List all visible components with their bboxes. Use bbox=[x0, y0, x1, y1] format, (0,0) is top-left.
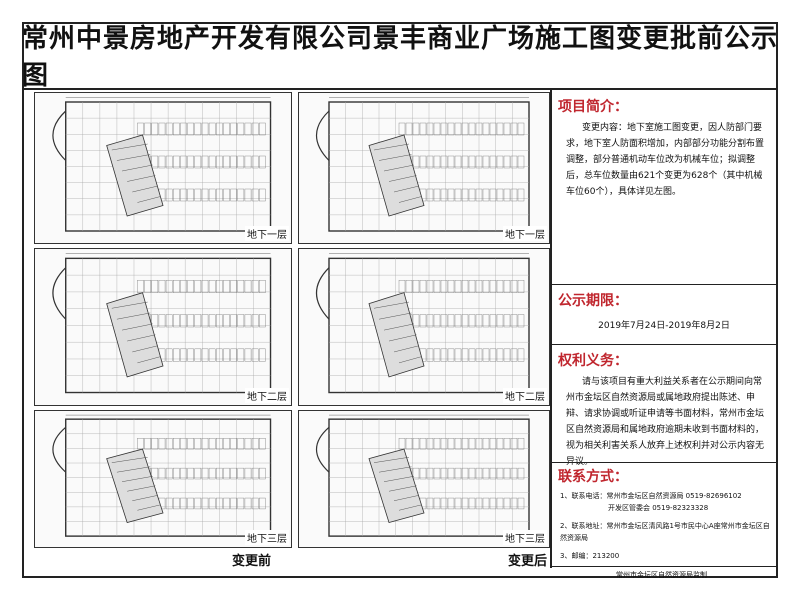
floor-label: 地下三层 bbox=[245, 530, 289, 545]
rights-body: 请与该项目有重大利益关系者在公示期间向常州市金坛区自然资源局或属地政府提出陈述、… bbox=[566, 377, 765, 467]
floor-label: 地下一层 bbox=[503, 226, 547, 241]
contact-phone-2: 开发区管委会 0519-82323328 bbox=[608, 504, 709, 512]
project-intro-body: 变更内容：地下室施工图变更，因人防部门要求，地下室人防面积增加，内部部分功能分割… bbox=[566, 123, 765, 197]
contact-postcode: 3、邮编：213200 bbox=[560, 552, 620, 560]
floor-label: 地下二层 bbox=[503, 388, 547, 403]
divider bbox=[552, 566, 776, 567]
label-before: 变更前 bbox=[232, 554, 272, 569]
plan-before-b2: 地下二层 bbox=[34, 248, 292, 406]
period-text: 2019年7月24日-2019年8月2日 bbox=[598, 321, 730, 331]
divider bbox=[552, 462, 776, 463]
floor-label: 地下一层 bbox=[245, 226, 289, 241]
rights-heading: 权利义务： bbox=[558, 353, 628, 369]
contact-phone: 1、联系电话：常州市金坛区自然资源局 0519-82696102 bbox=[560, 492, 742, 500]
plan-before-b1: 地下一层 bbox=[34, 92, 292, 244]
plan-after-b3: 地下三层 bbox=[298, 410, 550, 548]
floor-label: 地下三层 bbox=[503, 530, 547, 545]
contact-heading: 联系方式： bbox=[558, 469, 628, 485]
label-after: 变更后 bbox=[508, 554, 548, 569]
sheet-frame bbox=[22, 22, 778, 578]
section-contact: 联系方式： 1、联系电话：常州市金坛区自然资源局 0519-82696102 开… bbox=[552, 464, 776, 562]
plan-after-b1: 地下一层 bbox=[298, 92, 550, 244]
divider-vertical bbox=[550, 90, 552, 568]
footer-issuer: 常州市金坛区自然资源局监制 bbox=[616, 571, 707, 579]
section-period: 公示期限： 2019年7月24日-2019年8月2日 bbox=[552, 288, 776, 331]
contact-address: 2、联系地址：常州市金坛区清风路1号市民中心A座常州市金坛区自然资源局 bbox=[560, 522, 770, 542]
floor-label: 地下二层 bbox=[245, 388, 289, 403]
divider bbox=[552, 284, 776, 285]
plan-after-b2: 地下二层 bbox=[298, 248, 550, 406]
plan-before-b3: 地下三层 bbox=[34, 410, 292, 548]
project-intro-heading: 项目简介： bbox=[558, 99, 628, 115]
section-project-intro: 项目简介： 变更内容：地下室施工图变更，因人防部门要求，地下室人防面积增加，内部… bbox=[552, 94, 776, 200]
period-heading: 公示期限： bbox=[558, 293, 628, 309]
section-rights: 权利义务： 请与该项目有重大利益关系者在公示期间向常州市金坛区自然资源局或属地政… bbox=[552, 348, 776, 470]
page-title: 常州中景房地产开发有限公司景丰商业广场施工图变更批前公示图 bbox=[22, 24, 779, 91]
divider bbox=[552, 344, 776, 345]
